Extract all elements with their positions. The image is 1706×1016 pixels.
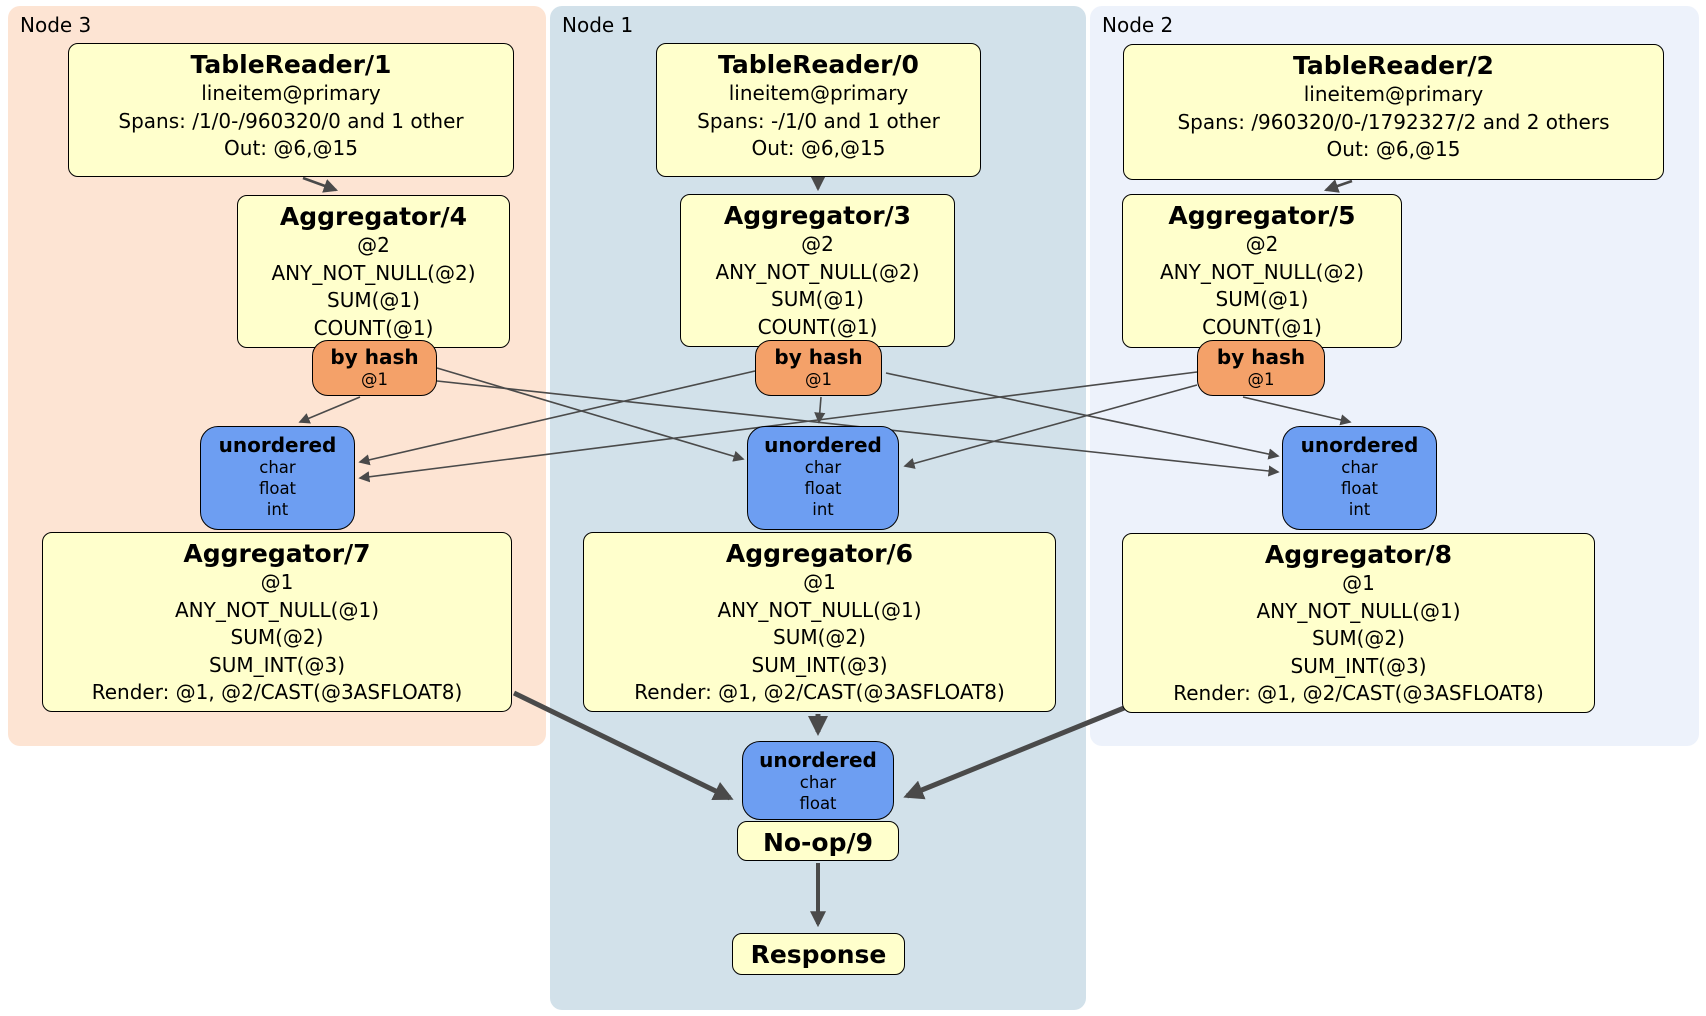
- node-title: Aggregator/4: [279, 202, 468, 231]
- by-hash-router-left: by hash @1: [312, 340, 437, 396]
- sync-title: unordered: [764, 433, 882, 457]
- node-title: TableReader/0: [718, 50, 919, 79]
- router-title: by hash: [774, 345, 863, 369]
- edge-tablereader-to-aggregator: [302, 176, 1353, 193]
- node-title: Aggregator/3: [723, 201, 912, 230]
- edge-aggregator-to-final-unordered: [512, 690, 1125, 801]
- router-details: @1: [805, 370, 832, 389]
- router-title: by hash: [330, 345, 419, 369]
- panel-node3-label: Node 3: [20, 13, 92, 37]
- node-title: No-op/9: [762, 828, 874, 857]
- node-title: TableReader/2: [1293, 51, 1494, 80]
- sync-title: unordered: [759, 748, 877, 772]
- router-title: by hash: [1216, 345, 1306, 369]
- node-title: TableReader/1: [190, 50, 392, 79]
- router-details: @1: [1247, 370, 1275, 389]
- sync-title: unordered: [218, 433, 337, 457]
- router-details: @1: [361, 370, 388, 389]
- node-title: Response: [750, 940, 887, 969]
- panel-node2-label: Node 2: [1102, 13, 1174, 37]
- by-hash-router-right: by hash @1: [1197, 340, 1325, 396]
- node-title: Aggregator/8: [1264, 540, 1453, 569]
- panel-node1-label: Node 1: [562, 13, 634, 37]
- sync-title: unordered: [1300, 433, 1419, 457]
- node-title: Aggregator/6: [725, 539, 914, 568]
- node-title: Aggregator/5: [1168, 201, 1356, 230]
- node-title: Aggregator/7: [183, 539, 371, 568]
- response-node: Response: [732, 933, 905, 975]
- noop-node: No-op/9: [737, 821, 899, 861]
- by-hash-router-center: by hash @1: [755, 340, 882, 396]
